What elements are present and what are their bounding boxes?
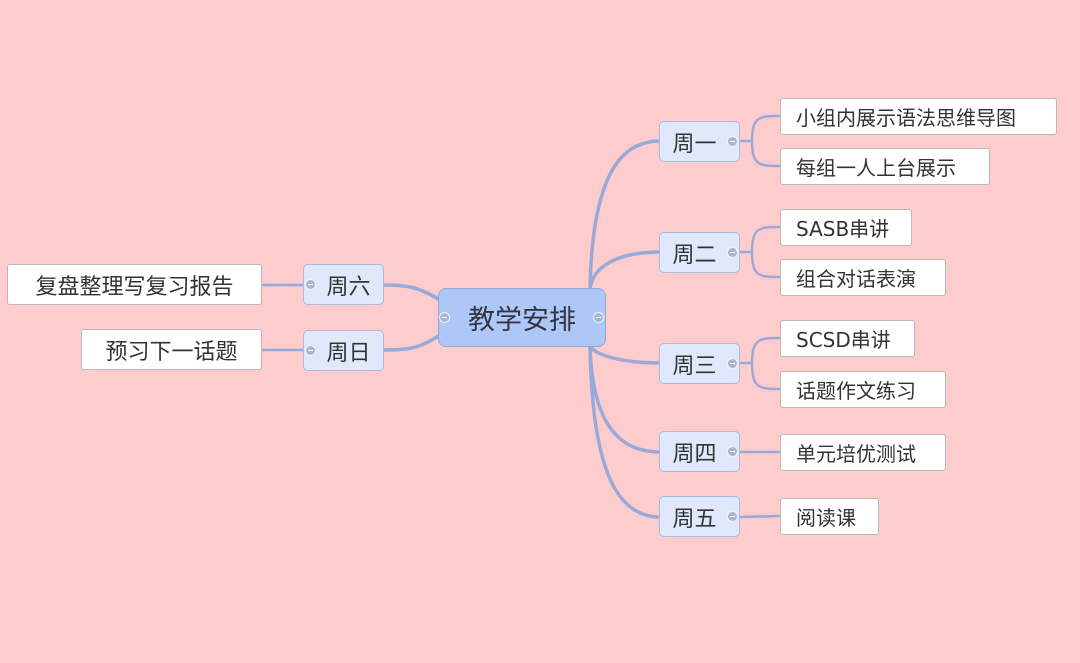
leaf-connector (739, 514, 781, 519)
leaf-topic[interactable]: 单元培优测试 (780, 434, 946, 471)
branch-label: 周五 (672, 506, 717, 532)
leaf-topic[interactable]: 阅读课 (780, 498, 879, 535)
leaf-connector (750, 336, 781, 364)
collapse-icon[interactable] (727, 358, 738, 369)
leaf-label: 组合对话表演 (796, 267, 916, 291)
leaf-topic[interactable]: 预习下一话题 (81, 329, 262, 370)
branch-sunday[interactable]: 周日 (303, 330, 384, 371)
branch-label: 周四 (672, 441, 717, 467)
leaf-label: SASB串讲 (796, 217, 890, 241)
leaf-label: 话题作文练习 (796, 379, 916, 403)
leaf-topic[interactable]: 复盘整理写复习报告 (7, 264, 262, 305)
collapse-left-icon[interactable] (439, 312, 450, 323)
leaf-label: 复盘整理写复习报告 (35, 274, 234, 300)
branch-saturday[interactable]: 周六 (303, 264, 384, 305)
branch-tuesday[interactable]: 周二 (659, 232, 740, 273)
branch-label: 周三 (672, 353, 717, 379)
root-topic[interactable]: 教学安排 (438, 288, 606, 347)
collapse-icon[interactable] (727, 247, 738, 258)
leaf-connector (750, 225, 781, 253)
leaf-topic[interactable]: 组合对话表演 (780, 259, 946, 296)
branch-label: 周一 (672, 131, 717, 157)
branch-friday[interactable]: 周五 (659, 496, 740, 537)
collapse-icon[interactable] (305, 345, 316, 356)
leaf-topic[interactable]: SCSD串讲 (780, 320, 915, 357)
leaf-connector (750, 251, 781, 279)
leaf-connector (750, 140, 781, 168)
leaf-label: 阅读课 (796, 506, 856, 530)
leaf-topic[interactable]: SASB串讲 (780, 209, 912, 246)
leaf-topic[interactable]: 小组内展示语法思维导图 (780, 98, 1057, 135)
leaf-label: 每组一人上台展示 (796, 156, 956, 180)
branch-monday[interactable]: 周一 (659, 121, 740, 162)
root-branch-connector (588, 139, 661, 291)
root-branch-connector (588, 344, 661, 519)
root-branch-connector (588, 344, 661, 365)
collapse-right-icon[interactable] (593, 312, 604, 323)
leaf-label: 小组内展示语法思维导图 (796, 106, 1016, 130)
root-branch-connector (383, 333, 441, 352)
root-topic-label: 教学安排 (468, 305, 576, 336)
root-branch-connector (588, 250, 661, 291)
leaf-topic[interactable]: 话题作文练习 (780, 371, 946, 408)
branch-thursday[interactable]: 周四 (659, 431, 740, 472)
branch-label: 周日 (326, 340, 371, 366)
collapse-icon[interactable] (727, 136, 738, 147)
leaf-connector (750, 114, 781, 142)
leaf-topic[interactable]: 每组一人上台展示 (780, 148, 990, 185)
leaf-connector (750, 362, 781, 391)
branch-label: 周六 (326, 274, 371, 300)
branch-label: 周二 (672, 242, 717, 268)
collapse-icon[interactable] (727, 446, 738, 457)
branch-wednesday[interactable]: 周三 (659, 343, 740, 384)
collapse-icon[interactable] (727, 511, 738, 522)
collapse-icon[interactable] (305, 279, 316, 290)
leaf-label: 单元培优测试 (796, 442, 916, 466)
leaf-label: SCSD串讲 (796, 328, 891, 352)
leaf-label: 预习下一话题 (105, 339, 238, 365)
root-branch-connector (383, 283, 441, 302)
